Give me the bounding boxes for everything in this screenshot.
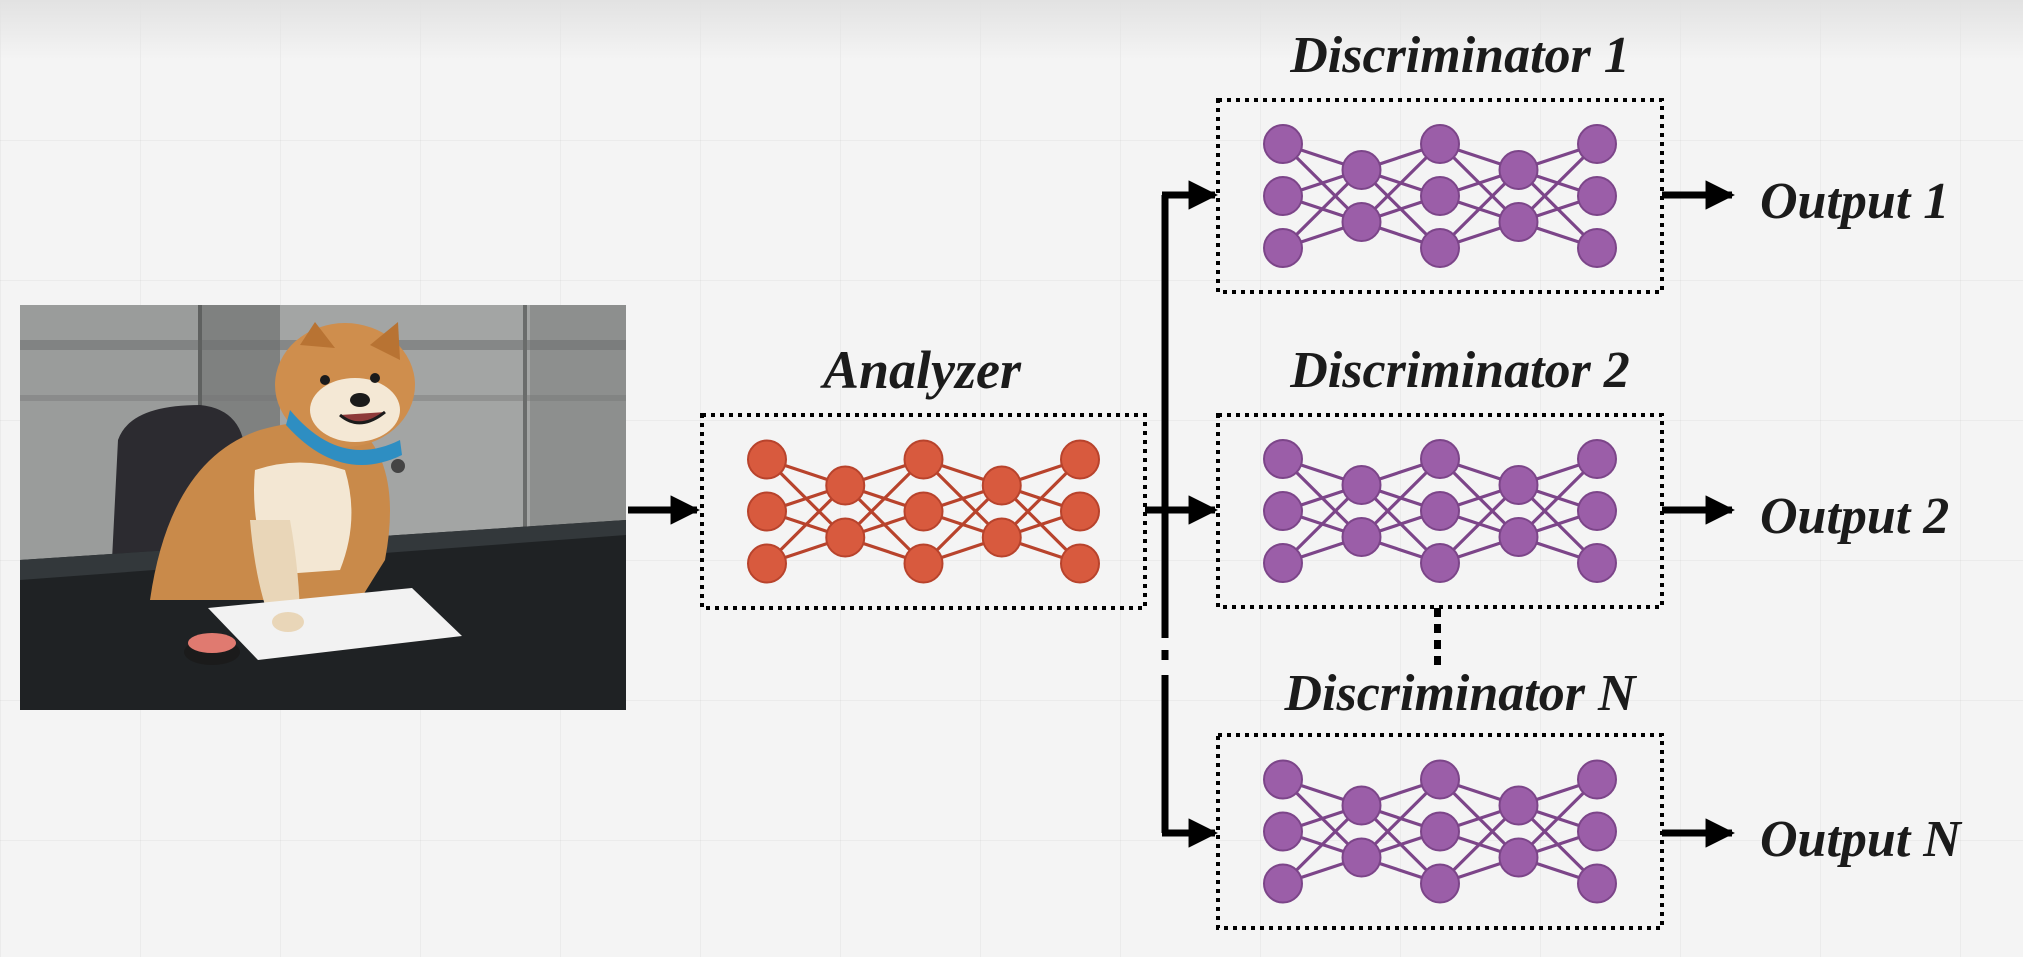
discriminator-1-node — [1577, 228, 1617, 268]
discriminator-n-node — [1263, 759, 1303, 800]
discriminator-2-node — [1341, 465, 1382, 505]
discriminator-n-label: Discriminator N — [1283, 665, 1637, 722]
analyzer-node — [1060, 491, 1100, 532]
top-fade — [0, 0, 2023, 60]
analyzer-node — [747, 491, 787, 532]
analyzer-node — [903, 439, 944, 480]
discriminator-n-node — [1341, 837, 1382, 878]
discriminator-2-label: Discriminator 2 — [1289, 342, 1630, 399]
discriminator-2-node — [1263, 491, 1303, 531]
discriminator-1-node — [1341, 150, 1382, 190]
input-photo — [20, 305, 626, 710]
analyzer-node — [903, 543, 944, 584]
ellipsis-dots — [1434, 608, 1441, 665]
discriminator-n-node — [1263, 863, 1303, 904]
discriminator-n-node — [1263, 811, 1303, 852]
discriminator-1-block — [1216, 98, 1664, 294]
discriminator-1-node — [1263, 176, 1303, 216]
discriminator-1-node — [1498, 150, 1539, 190]
discriminator-1-node — [1498, 202, 1539, 242]
discriminator-n-node — [1420, 863, 1460, 904]
discriminator-n-node — [1577, 863, 1617, 904]
discriminator-2-node — [1341, 517, 1382, 557]
discriminator-1-node — [1420, 176, 1460, 216]
discriminator-2-block — [1216, 413, 1664, 609]
discriminator-1-node — [1577, 124, 1617, 164]
discriminator-1-node — [1341, 202, 1382, 242]
discriminator-1-node — [1263, 124, 1303, 164]
discriminator-n-node — [1498, 785, 1539, 826]
analyzer-frame — [700, 413, 1147, 610]
analyzer-node — [981, 465, 1022, 506]
discriminator-2-node — [1577, 439, 1617, 479]
analyzer-node — [825, 517, 866, 558]
discriminator-n-block — [1216, 733, 1664, 930]
analyzer-label: Analyzer — [820, 340, 1022, 400]
discriminator-2-node — [1263, 439, 1303, 479]
discriminator-n-node — [1577, 811, 1617, 852]
discriminator-n-node — [1420, 811, 1460, 852]
discriminator-2-node — [1498, 465, 1539, 505]
discriminator-1-node — [1420, 228, 1460, 268]
discriminator-1-node — [1577, 176, 1617, 216]
analyzer-block — [700, 413, 1147, 610]
discriminator-n-frame — [1216, 733, 1664, 930]
discriminator-n-node — [1341, 785, 1382, 826]
analyzer-node — [1060, 543, 1100, 584]
discriminator-n-node — [1498, 837, 1539, 878]
discriminator-2-node — [1577, 491, 1617, 531]
analyzer-node — [747, 439, 787, 480]
analyzer-node — [903, 491, 944, 532]
discriminator-1-frame — [1216, 98, 1664, 294]
discriminator-n-node — [1577, 759, 1617, 800]
discriminator-2-node — [1420, 491, 1460, 531]
analyzer-node — [825, 465, 866, 506]
output-1-label: Output 1 — [1760, 173, 1949, 230]
discriminator-2-node — [1420, 439, 1460, 479]
output-n-label: Output N — [1760, 811, 1963, 868]
output-2-label: Output 2 — [1760, 488, 1949, 545]
discriminator-1-label: Discriminator 1 — [1289, 27, 1630, 84]
discriminator-n-node — [1420, 759, 1460, 800]
analyzer-node — [1060, 439, 1100, 480]
discriminator-1-node — [1263, 228, 1303, 268]
discriminator-2-node — [1498, 517, 1539, 557]
analyzer-node — [747, 543, 787, 584]
discriminator-2-frame — [1216, 413, 1664, 609]
discriminator-2-node — [1577, 543, 1617, 583]
connectors — [628, 180, 1735, 848]
discriminator-2-node — [1420, 543, 1460, 583]
discriminator-2-node — [1263, 543, 1303, 583]
analyzer-node — [981, 517, 1022, 558]
discriminator-1-node — [1420, 124, 1460, 164]
